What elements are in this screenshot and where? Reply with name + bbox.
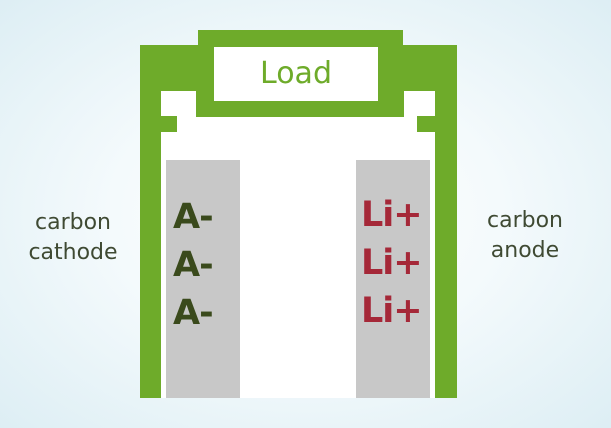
anion-1: A- <box>173 197 214 237</box>
anion-2: A- <box>173 245 214 285</box>
load-box <box>214 47 378 101</box>
anion-3: A- <box>173 293 214 333</box>
cathode-label-line2: cathode <box>28 240 118 265</box>
anode-label: carbon anode <box>470 206 580 266</box>
cation-1: Li+ <box>361 195 423 235</box>
cation-2: Li+ <box>361 243 423 283</box>
load-label: Load <box>260 56 332 91</box>
anode-label-line2: anode <box>490 238 560 263</box>
cell-frame <box>140 30 457 398</box>
cathode-label-line1: carbon <box>35 210 111 235</box>
anode-label-line1: carbon <box>487 208 563 233</box>
anode-electrode <box>356 160 430 398</box>
cathode-electrode <box>166 160 240 398</box>
cathode-label: carbon cathode <box>14 208 132 268</box>
cation-3: Li+ <box>361 291 423 331</box>
